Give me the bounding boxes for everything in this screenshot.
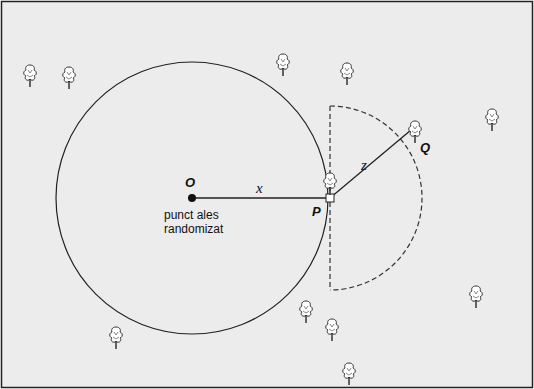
tree [486, 109, 499, 131]
tree [300, 301, 313, 323]
point-description: punct ales randomizat [164, 208, 236, 236]
distance-x [192, 197, 330, 198]
point-label: Q [420, 140, 430, 155]
tree [326, 319, 339, 341]
tree [470, 286, 483, 308]
tree [343, 363, 356, 385]
distance-label: x [256, 180, 263, 197]
tree [63, 67, 76, 89]
tree [324, 173, 337, 195]
distance-label: z [361, 157, 367, 174]
distance-z [330, 130, 411, 198]
point-label: O [185, 175, 195, 190]
tree [24, 65, 37, 87]
point-label: P [312, 204, 321, 219]
half-circle [330, 106, 422, 290]
tree [409, 121, 422, 143]
random-point [188, 194, 196, 202]
tree [341, 63, 354, 85]
tree [110, 327, 123, 349]
point-marker [326, 194, 334, 202]
tree [277, 54, 290, 76]
